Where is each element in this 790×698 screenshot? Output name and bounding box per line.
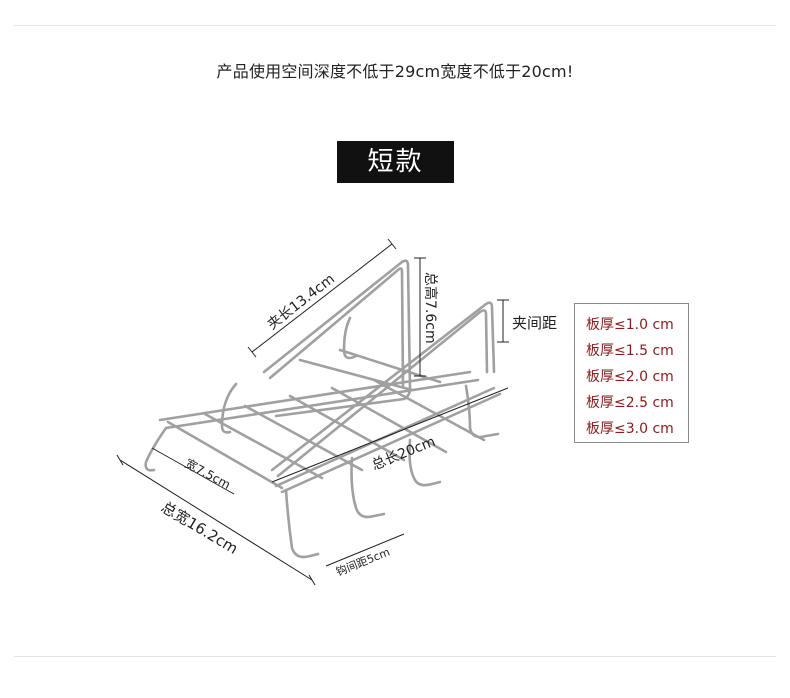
wire-rack-illustration bbox=[144, 259, 502, 559]
board-thickness-box: 板厚≤1.0 cm 板厚≤1.5 cm 板厚≤2.0 cm 板厚≤2.5 cm … bbox=[574, 303, 689, 443]
clip-length-label: 夹长13.4cm bbox=[265, 271, 338, 333]
thickness-option: 板厚≤2.5 cm bbox=[586, 395, 674, 411]
width-label: 宽7.5cm bbox=[183, 455, 234, 491]
top-divider bbox=[14, 25, 776, 26]
thickness-option: 板厚≤1.5 cm bbox=[586, 343, 674, 359]
thickness-option: 板厚≤3.0 cm bbox=[586, 421, 674, 437]
clip-gap-label: 夹间距 bbox=[512, 314, 558, 332]
model-badge: 短款 bbox=[337, 141, 454, 183]
space-requirement-note: 产品使用空间深度不低于29cm宽度不低于20cm! bbox=[216, 62, 574, 81]
hook-spacing-label: 钩间距5cm bbox=[334, 545, 392, 579]
bottom-divider bbox=[14, 656, 776, 657]
dimension-lines bbox=[116, 238, 509, 586]
thickness-option: 板厚≤2.0 cm bbox=[586, 369, 674, 385]
thickness-option: 板厚≤1.0 cm bbox=[586, 317, 674, 333]
total-height-label: 总高7.6cm bbox=[422, 272, 439, 344]
